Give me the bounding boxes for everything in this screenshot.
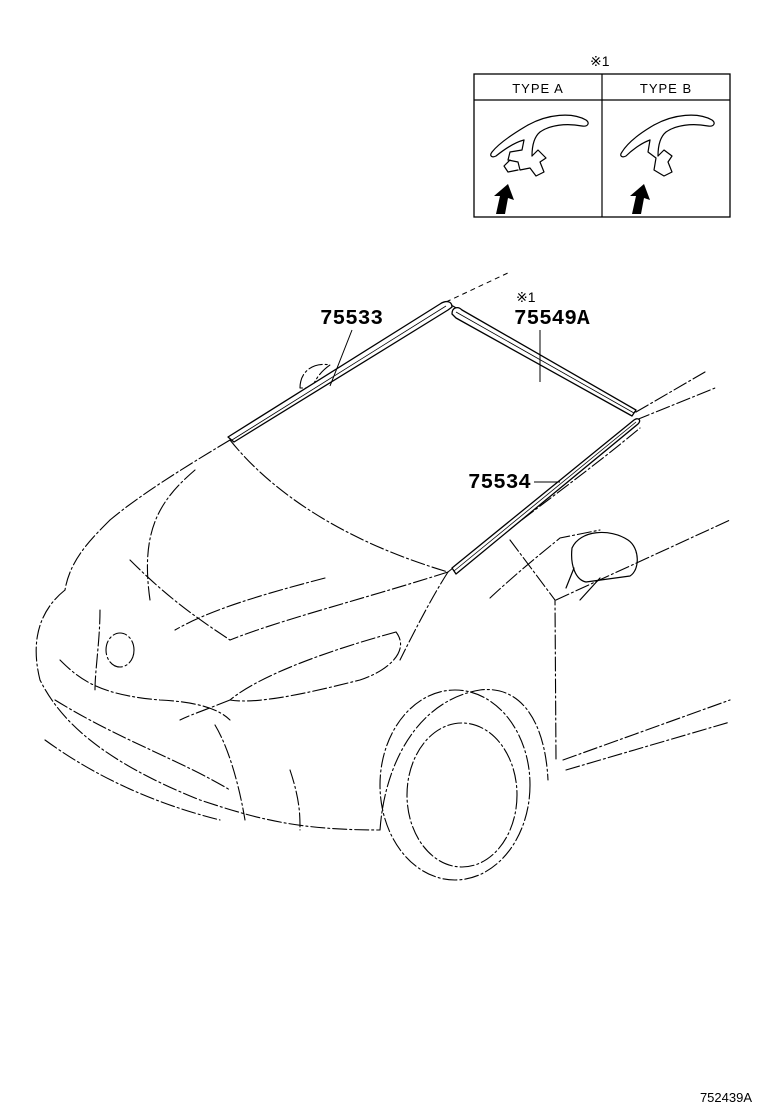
vehicle-outline: [35, 271, 731, 881]
type-b-label: TYPE B: [640, 81, 692, 96]
type-a-label: TYPE A: [512, 81, 564, 96]
callout-75534: 75534: [468, 472, 560, 495]
part-number-75533: 75533: [320, 308, 383, 331]
type-a-section-drawing: [490, 114, 589, 214]
part-number-75549a: 75549A: [514, 308, 590, 331]
molding-75549a: [451, 307, 637, 417]
type-b-section-drawing: [620, 114, 715, 214]
callout-75533: 75533: [320, 308, 383, 387]
section-inset: ※1 TYPE A TYPE B: [473, 53, 731, 218]
part-number-75534: 75534: [468, 472, 531, 495]
callout-75549a: ※1 75549A: [514, 289, 590, 382]
diagram-reference: 752439A: [700, 1090, 752, 1105]
molding-75533: [227, 300, 453, 443]
molding-75534: [451, 418, 641, 575]
inset-note: ※1: [590, 53, 610, 69]
part-75549a-note: ※1: [516, 289, 536, 305]
